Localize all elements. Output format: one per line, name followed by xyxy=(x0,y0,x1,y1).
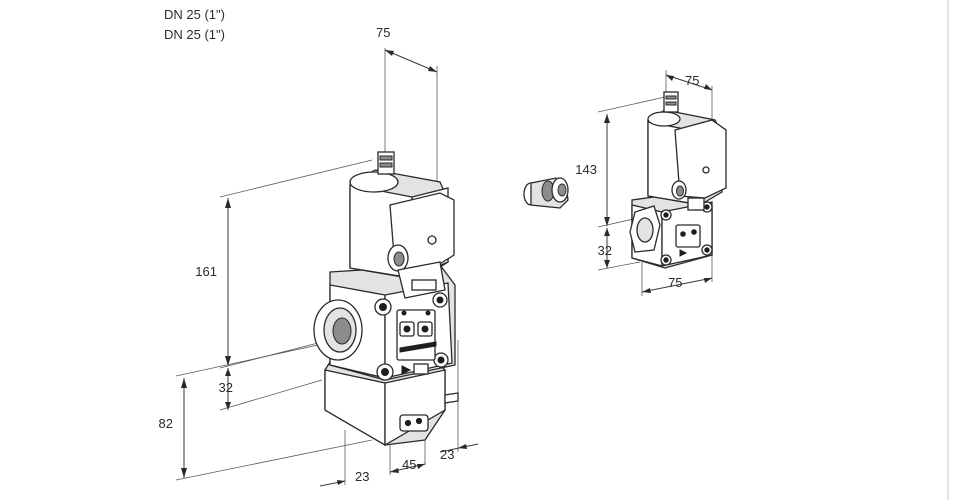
small-valve-body xyxy=(629,191,713,269)
dim-large-height-label: 161 xyxy=(195,264,217,279)
cable-gland-icon xyxy=(523,177,569,209)
dim-small-height: 143 xyxy=(575,96,666,228)
dim-large-bottom-left-label: 23 xyxy=(355,469,369,484)
dim-small-top-width-label: 75 xyxy=(685,73,699,88)
dim-large-bottom-right-label: 23 xyxy=(440,447,454,462)
regulator-housing xyxy=(324,361,459,447)
dim-small-bottom-width-label: 75 xyxy=(668,275,682,290)
spec-line-1: DN 25 (1") xyxy=(164,7,225,22)
dim-large-total: 82 xyxy=(159,344,373,481)
small-solenoid-coil xyxy=(647,91,727,211)
dim-small-flange-label: 32 xyxy=(598,243,612,258)
solenoid-coil xyxy=(349,151,455,299)
large-valve: 75 161 32 xyxy=(159,25,479,487)
dim-large-bottom-mid-label: 45 xyxy=(402,457,416,472)
dim-small-bottom-width: 75 xyxy=(641,250,713,296)
dim-large-total-label: 82 xyxy=(159,416,173,431)
dim-large-top-width-label: 75 xyxy=(376,25,390,40)
dim-large-flange: 32 xyxy=(219,368,323,411)
dim-small-flange: 32 xyxy=(598,228,641,271)
dim-large-flange-label: 32 xyxy=(219,380,233,395)
spec-line-2: DN 25 (1") xyxy=(164,27,225,42)
small-valve: 75 143 32 xyxy=(575,70,727,296)
dim-large-top-width: 75 xyxy=(376,25,438,190)
dim-small-height-label: 143 xyxy=(575,162,597,177)
